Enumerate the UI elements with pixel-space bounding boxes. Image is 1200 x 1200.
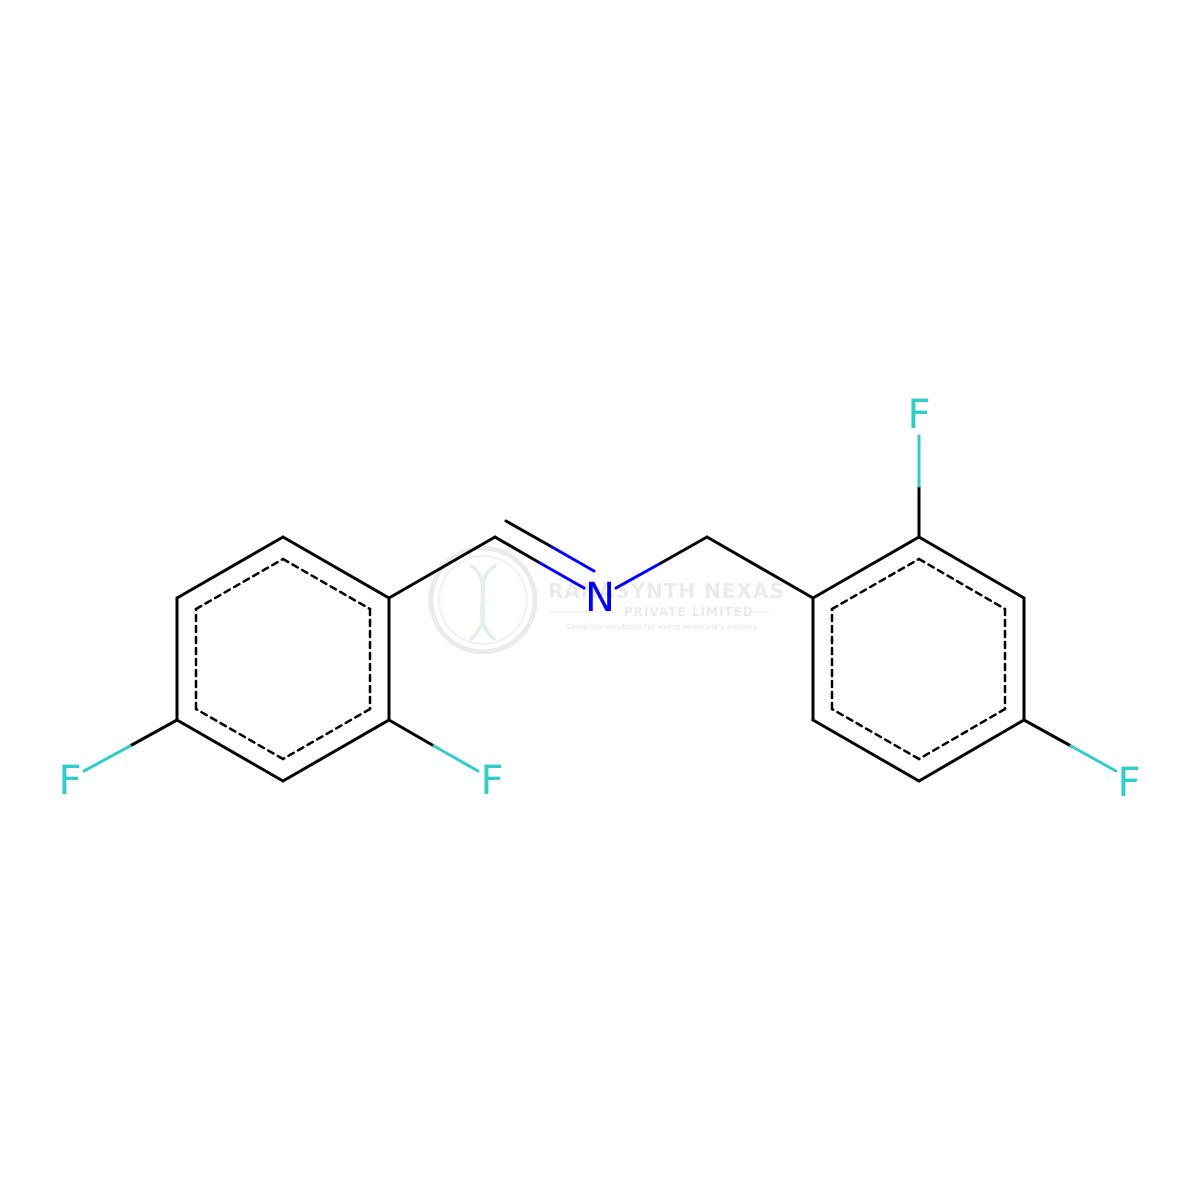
bond-ch2-ring <box>705 535 815 600</box>
watermark-logo-inner <box>438 555 528 645</box>
bond-c-f-left-para <box>128 718 179 748</box>
bond-ch-n-black <box>493 535 542 565</box>
bond-c-f-left-ortho-f <box>432 744 480 773</box>
bond-left-ring-4 <box>175 718 285 783</box>
aromatic-left-ring <box>194 557 372 761</box>
aromatic-right-ring <box>830 557 1007 761</box>
bond-n-ch2-black <box>659 535 709 565</box>
atom-label-f-left-ortho: F <box>480 758 503 804</box>
bond-c-f-right-para-f <box>1069 744 1118 773</box>
bond-left-ring-1 <box>281 535 391 600</box>
watermark-company: RANASYNTH NEXAS <box>548 579 785 603</box>
bond-ring-ch <box>387 535 497 600</box>
bond-right-ring-5 <box>811 718 921 783</box>
watermark: RANASYNTH NEXAS PRIVATE LIMITED Complete… <box>428 545 785 655</box>
bond-right-ring-1 <box>811 535 921 600</box>
bond-ch-n-double-black <box>504 519 554 549</box>
bond-left-ring-3 <box>281 718 391 783</box>
bond-c-f-right-para <box>1022 718 1073 748</box>
watermark-subtitle: PRIVATE LIMITED <box>624 605 754 619</box>
watermark-tagline: Complete solutions for every molecule's … <box>566 623 757 631</box>
atom-label-n: N <box>585 575 615 621</box>
bonds <box>82 434 1118 783</box>
bond-right-ring-4 <box>917 718 1026 783</box>
bond-c-f-left-ortho <box>387 718 436 748</box>
bond-n-ch2-blue <box>614 561 663 590</box>
bond-ch-n-double-blue <box>550 545 596 573</box>
bond-ch-n-blue <box>538 561 586 590</box>
atom-label-f-right-ortho: F <box>907 392 930 438</box>
watermark-logo <box>428 545 538 655</box>
atom-label-f-right-para: F <box>1117 760 1140 806</box>
atom-labels: F F N F F <box>58 392 1140 806</box>
bond-c-f-left-para-f <box>82 744 132 773</box>
bond-left-ring-6 <box>175 535 285 600</box>
atom-label-f-left-para: F <box>58 758 81 804</box>
watermark-helix-icon <box>468 563 498 642</box>
bond-right-ring-2 <box>917 535 1026 600</box>
